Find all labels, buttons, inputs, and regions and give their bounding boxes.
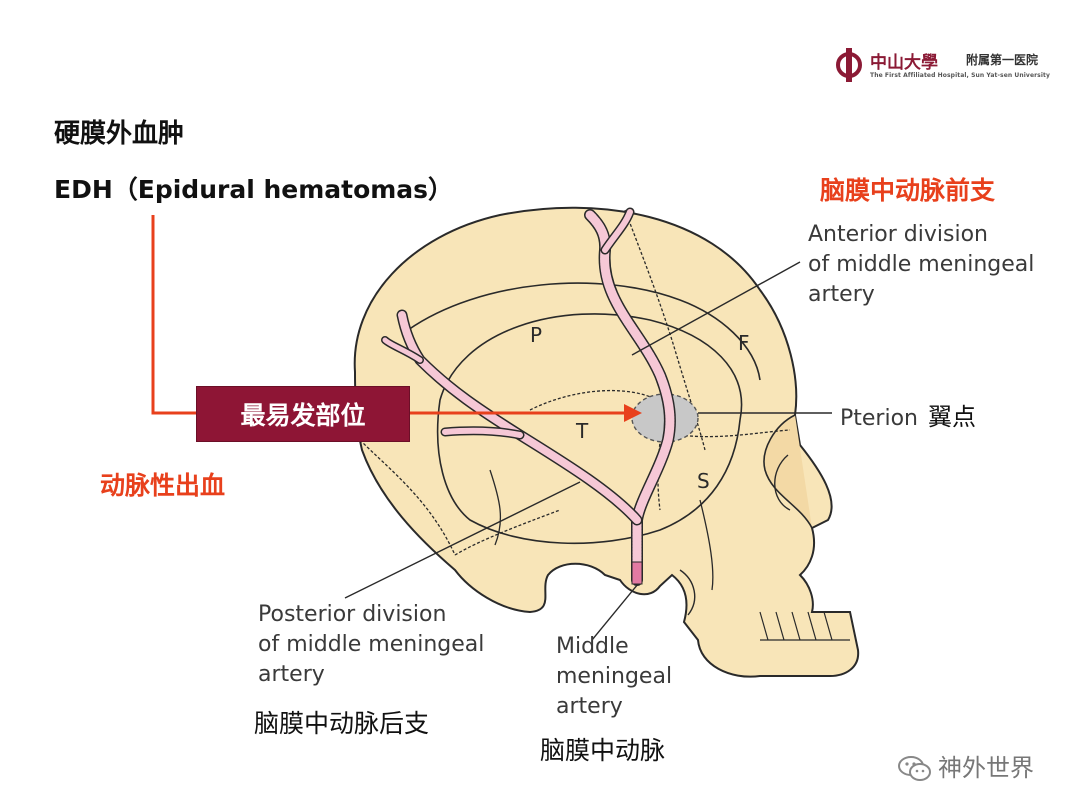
logo-name-cn: 中山大學 [870,53,938,73]
logo-name-cn2: 附属第一医院 [966,53,1039,67]
middle-meningeal-label-en: Middle meningeal artery [556,632,672,722]
pterion-label-en: Pterion [840,406,918,431]
anterior-en-line-2: of middle meningeal [808,252,1035,277]
arterial-bleeding-label: 动脉性出血 [100,471,226,500]
posterior-division-label-cn: 脑膜中动脉后支 [254,709,430,738]
title-en: EDH（Epidural hematomas） [54,175,454,204]
skull-outline [353,206,860,678]
bone-letter-t: T [575,419,589,443]
most-common-site-box: 最易发部位 [196,386,410,442]
middle-meningeal-label-cn: 脑膜中动脉 [540,736,666,765]
hospital-logo: 中山大學 附属第一医院 The First Affiliated Hospita… [834,46,1050,86]
anterior-en-line-1: Anterior division [808,222,988,247]
wechat-icon [898,756,931,781]
anterior-division-label-en: Anterior division of middle meningeal ar… [808,220,1034,310]
anterior-division-label-cn: 脑膜中动脉前支 [820,176,996,205]
middle-en-line-3: artery [556,694,623,719]
posterior-division-label-en: Posterior division of middle meningeal a… [258,600,484,690]
middle-en-line-2: meningeal [556,664,673,689]
bone-letter-s: S [697,469,710,493]
posterior-en-line-1: Posterior division [258,602,447,627]
pterion-label-cn: 翼点 [928,403,976,431]
hospital-emblem-icon [836,48,862,82]
anterior-en-line-3: artery [808,282,875,307]
bone-letter-p: P [530,323,542,347]
middle-en-line-1: Middle [556,634,629,659]
posterior-en-line-3: artery [258,662,325,687]
pterion-label: Pterion 翼点 [840,397,976,432]
watermark: 神外世界 [898,748,1034,783]
logo-name-en: The First Affiliated Hospital, Sun Yat-s… [870,72,1050,79]
bone-letter-f: F [738,331,750,355]
posterior-en-line-2: of middle meningeal [258,632,485,657]
title-cn: 硬膜外血肿 [54,119,185,149]
watermark-text: 神外世界 [938,754,1034,782]
artery-stub [631,561,643,585]
